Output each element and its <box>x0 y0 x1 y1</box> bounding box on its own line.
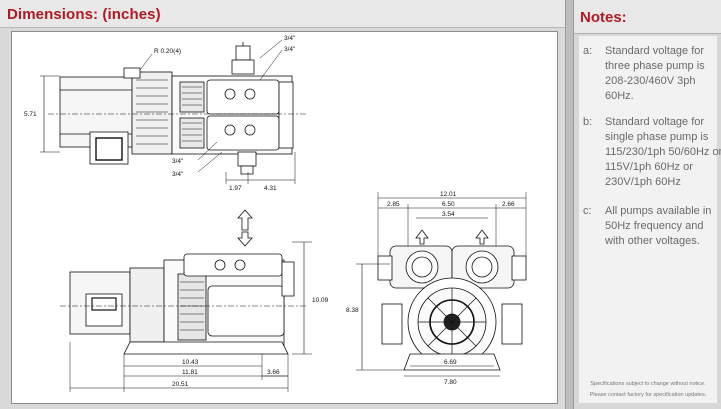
notes-panel: Notes: a: Standard voltage for three pha… <box>573 0 721 409</box>
disclaimer-text: Please contact factory for specification… <box>589 392 707 398</box>
notes-header: Notes: <box>574 0 721 34</box>
port-label: 3/4" <box>172 158 184 165</box>
dimension-value: 20.51 <box>172 381 189 388</box>
dimension-value: 10.09 <box>312 297 329 304</box>
dimension-value: 2.66 <box>502 201 515 208</box>
dimensions-panel: Dimensions: (inches) <box>0 0 566 409</box>
notes-list: a: Standard voltage for three phase pump… <box>579 36 721 403</box>
dimensions-header: Dimensions: (inches) <box>0 0 565 28</box>
dimension-value: 3.66 <box>267 369 280 376</box>
port-label: 3/4" <box>172 171 184 178</box>
dimension-labels: R 0.20(4) 3/4" 3/4" 3/4" 3/4" 5.71 1.97 … <box>24 35 515 388</box>
dimension-value: 1.97 <box>229 185 242 192</box>
dimension-value: 6.50 <box>442 201 455 208</box>
dimension-value: 12.01 <box>440 191 457 198</box>
note-text: Standard voltage for three phase pump is… <box>605 45 705 102</box>
port-label: 3/4" <box>284 35 296 42</box>
note-text: Standard voltage for single phase pump i… <box>605 116 721 188</box>
note-letter: b: <box>583 116 593 128</box>
side-view <box>60 209 312 392</box>
dimensions-title: Dimensions: (inches) <box>7 6 161 23</box>
technical-drawing: R 0.20(4) 3/4" 3/4" 3/4" 3/4" 5.71 1.97 … <box>11 31 558 404</box>
pump-dimension-drawing: R 0.20(4) 3/4" 3/4" 3/4" 3/4" 5.71 1.97 … <box>24 35 527 392</box>
dimension-value: 3.54 <box>442 211 455 218</box>
disclaimer-text: Specifications subject to change without… <box>590 381 706 387</box>
notes-title: Notes: <box>580 9 627 26</box>
dimension-value: 2.85 <box>387 201 400 208</box>
end-view <box>356 192 527 377</box>
panel-divider <box>566 0 573 409</box>
dimension-value: 4.31 <box>264 185 277 192</box>
dimension-value: 8.38 <box>346 307 359 314</box>
dimension-value: 5.71 <box>24 111 37 118</box>
port-label: 3/4" <box>284 46 296 53</box>
dimension-value: 10.43 <box>182 359 199 366</box>
top-view <box>40 39 308 184</box>
dimension-value: 11.81 <box>182 369 198 376</box>
note-letter: a: <box>583 45 593 57</box>
dimension-value: 7.80 <box>444 379 457 386</box>
note-letter: c: <box>583 205 592 217</box>
dimension-value: 6.69 <box>444 359 457 366</box>
note-text: All pumps available in 50Hz frequency an… <box>605 205 712 247</box>
radius-label: R 0.20(4) <box>154 48 181 55</box>
